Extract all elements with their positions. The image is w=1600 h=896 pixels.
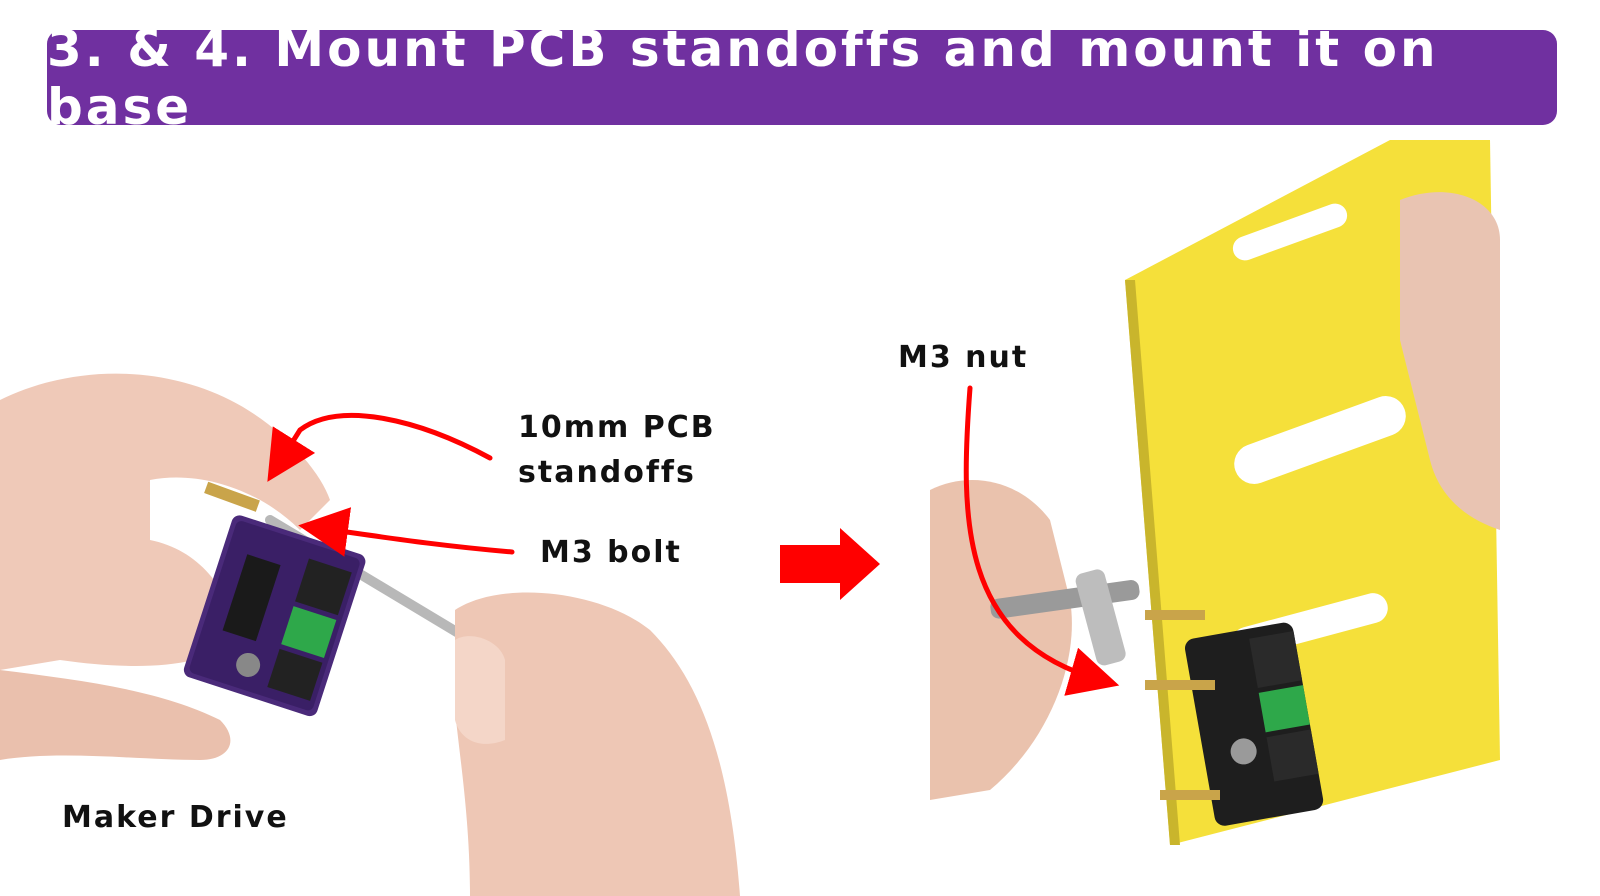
standoffs-arrow	[267, 412, 493, 482]
nut-label: M3 nut	[898, 340, 1029, 375]
standoffs-label-line2: standoffs	[518, 455, 696, 490]
standoffs-label-line1: 10mm PCB	[518, 410, 716, 445]
page-title: 3. & 4. Mount PCB standoffs and mount it…	[47, 19, 1439, 136]
maker-drive-label: Maker Drive	[62, 800, 289, 835]
right-photo-illustration	[930, 140, 1500, 845]
right-photo	[930, 140, 1530, 885]
bolt-label: M3 bolt	[540, 535, 682, 570]
standoffs-label: 10mm PCB standoffs	[518, 405, 716, 495]
left-photo-illustration	[0, 373, 740, 896]
nut-arrow	[963, 385, 1120, 696]
left-photo	[0, 340, 745, 896]
title-banner: 3. & 4. Mount PCB standoffs and mount it…	[47, 20, 1557, 136]
transition-arrow	[780, 528, 880, 600]
bolt-arrow	[298, 507, 515, 557]
